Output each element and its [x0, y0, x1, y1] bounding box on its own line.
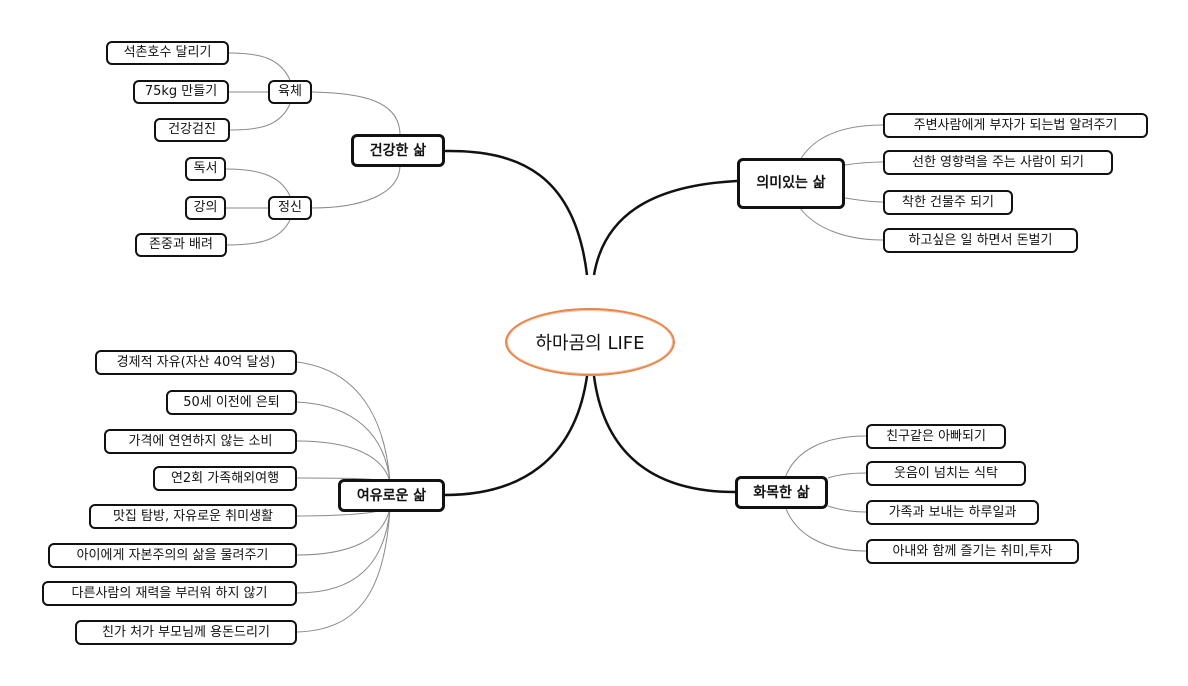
branch-harmonious-life[interactable]: 화목한 삶: [735, 476, 828, 509]
leaf-meaningful-4[interactable]: 하고싶은 일 하면서 돈벌기: [883, 228, 1078, 253]
leaf-body-3[interactable]: 건강검진: [154, 118, 230, 142]
leaf-harmony-3[interactable]: 가족과 보내는 하루일과: [866, 500, 1039, 525]
leaf-wealthy-5[interactable]: 맛집 탐방, 자유로운 취미생활: [89, 504, 297, 529]
link-wealthy-item-2: [296, 401, 391, 483]
leaf-body-2[interactable]: 75kg 만들기: [133, 80, 229, 104]
link-center-healthy: [444, 149, 589, 276]
link-center-wealthy: [444, 375, 589, 497]
link-meaningful-item-4: [799, 207, 884, 241]
link-wealthy-item-1: [296, 361, 391, 483]
link-harmony-item-2: [827, 472, 867, 479]
leaf-wealthy-3[interactable]: 가격에 연연하지 않는 소비: [104, 429, 297, 454]
leaf-wealthy-8[interactable]: 친가 처가 부모님께 용돈드리기: [75, 620, 297, 645]
link-harmony-item-4: [784, 505, 867, 552]
leaf-wealthy-7[interactable]: 다른사람의 재력을 부러워 하지 않기: [42, 581, 297, 606]
leaf-wealthy-6[interactable]: 아이에게 자본주의의 삶을 물려주기: [48, 543, 297, 568]
link-mind-item-1: [225, 168, 291, 197]
link-harmony-item-3: [827, 505, 867, 513]
leaf-wealthy-2[interactable]: 50세 이전에 은퇴: [166, 390, 297, 415]
link-wealthy-item-7: [296, 507, 391, 594]
leaf-harmony-4[interactable]: 아내와 함께 즐기는 취미,투자: [866, 539, 1079, 564]
branch-meaningful-life[interactable]: 의미있는 삶: [737, 158, 845, 209]
link-body-item-1: [228, 52, 291, 81]
link-meaningful-item-1: [799, 124, 884, 161]
link-wealthy-item-8: [296, 507, 391, 633]
leaf-body-1[interactable]: 석촌호수 달리기: [106, 41, 229, 65]
link-healthy-body: [311, 91, 401, 136]
link-center-meaningful: [592, 179, 738, 276]
leaf-harmony-2[interactable]: 웃음이 넘치는 식탁: [866, 461, 1026, 486]
leaf-meaningful-3[interactable]: 착한 건물주 되기: [883, 190, 1013, 215]
link-meaningful-item-2: [844, 161, 884, 166]
leaf-mind-3[interactable]: 존중과 배려: [135, 233, 227, 257]
link-wealthy-item-6: [296, 507, 391, 556]
sub-branch-mind[interactable]: 정신: [268, 196, 312, 220]
branch-healthy-life[interactable]: 건강한 삶: [351, 134, 445, 167]
link-meaningful-item-3: [844, 197, 884, 203]
leaf-meaningful-2[interactable]: 선한 영향력을 주는 사람이 되기: [883, 150, 1113, 175]
link-mind-item-3: [226, 219, 291, 246]
branch-wealthy-life[interactable]: 여유로운 삶: [338, 479, 445, 512]
leaf-wealthy-1[interactable]: 경제적 자유(자산 40억 달성): [95, 350, 297, 375]
leaf-meaningful-1[interactable]: 주변사람에게 부자가 되는법 알려주기: [883, 113, 1148, 138]
leaf-harmony-1[interactable]: 친구같은 아빠되기: [866, 424, 1006, 449]
link-wealthy-item-3: [296, 440, 391, 483]
leaf-mind-2[interactable]: 강의: [185, 196, 226, 220]
sub-branch-body[interactable]: 육체: [268, 80, 312, 104]
leaf-wealthy-4[interactable]: 연2회 가족해외여행: [153, 466, 297, 491]
link-center-harmony: [592, 375, 736, 494]
link-harmony-item-1: [784, 435, 867, 479]
link-body-item-3: [229, 103, 291, 131]
leaf-mind-1[interactable]: 독서: [185, 157, 226, 181]
link-healthy-mind: [311, 164, 401, 209]
center-topic[interactable]: 하마곰의 LIFE: [505, 308, 675, 376]
